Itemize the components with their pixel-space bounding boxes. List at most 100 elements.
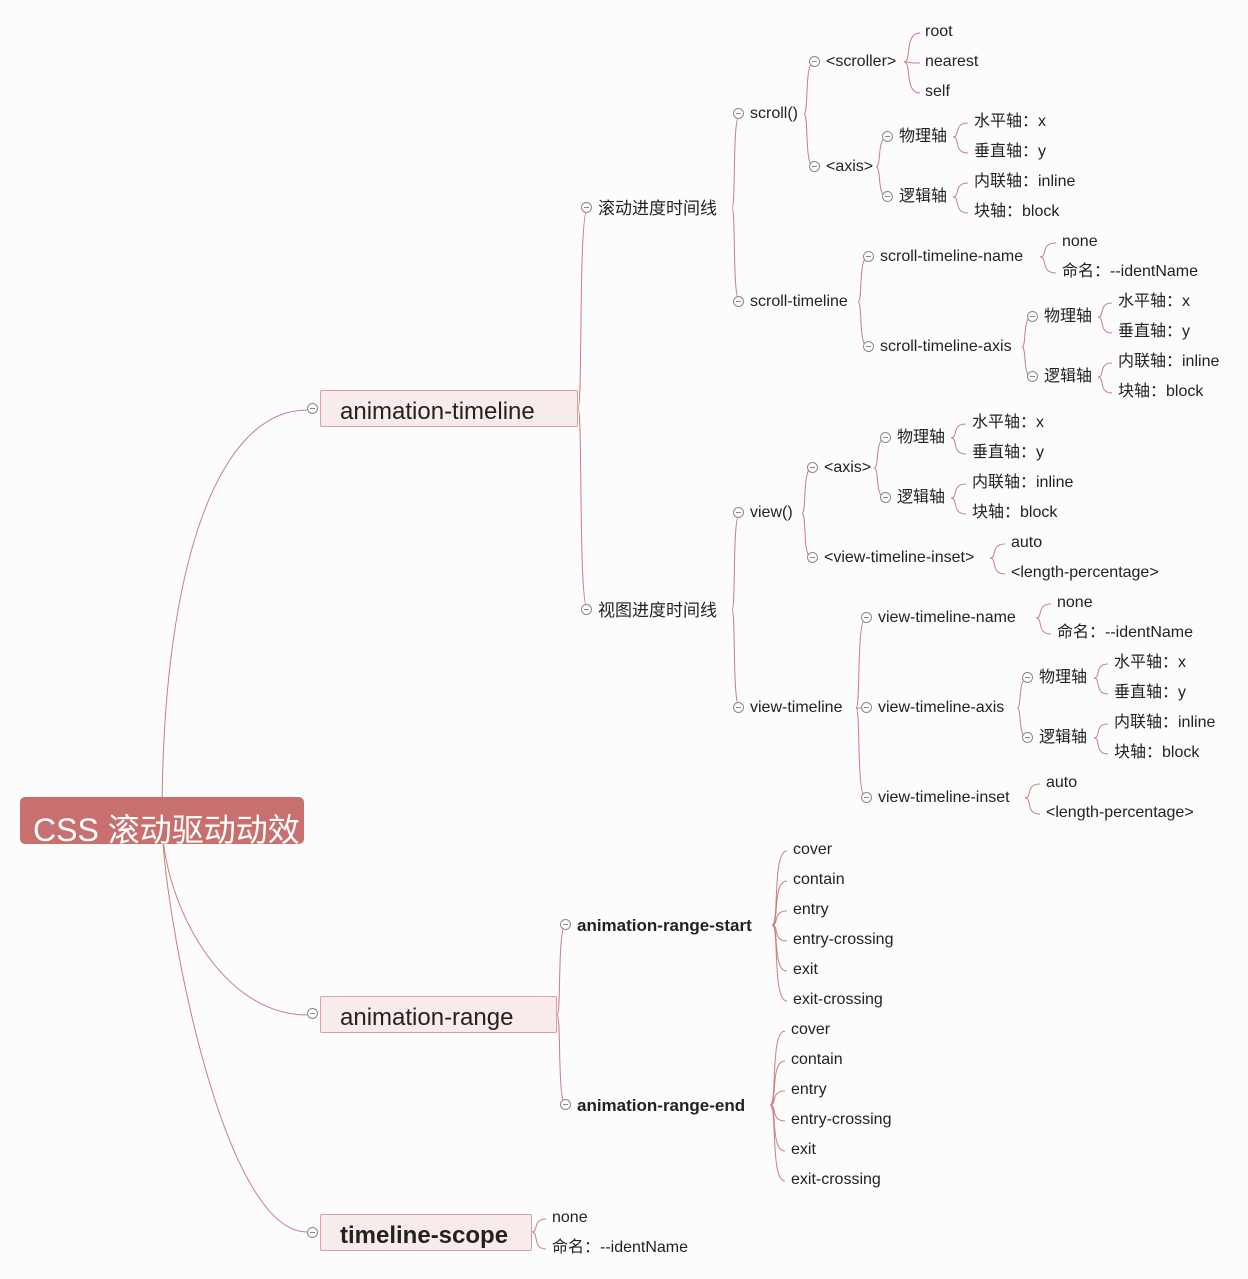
value-leaf: root bbox=[925, 23, 953, 40]
connector-line bbox=[1039, 256, 1057, 274]
collapse-icon[interactable] bbox=[733, 108, 744, 119]
animation-range-start-node[interactable]: animation-range-start bbox=[577, 916, 752, 935]
view-timeline-inset-param-node[interactable]: <view-timeline-inset> bbox=[824, 549, 975, 566]
view-timeline-inset-node[interactable]: view-timeline-inset bbox=[878, 789, 1010, 806]
value-leaf: cover bbox=[793, 841, 833, 858]
collapse-icon[interactable] bbox=[807, 462, 818, 473]
connector-line bbox=[577, 407, 589, 611]
value-leaf: <length-percentage> bbox=[1011, 564, 1159, 581]
collapse-icon[interactable] bbox=[863, 251, 874, 262]
value-leaf: 垂直轴：y bbox=[972, 444, 1045, 461]
axis-node[interactable]: <axis> bbox=[826, 158, 874, 175]
value-leaf: 垂直轴：y bbox=[974, 143, 1047, 160]
value-leaf: 垂直轴：y bbox=[1118, 323, 1191, 340]
collapse-icon[interactable] bbox=[560, 1099, 571, 1110]
root-node-label: CSS 滚动驱动动效 bbox=[33, 812, 300, 848]
collapse-icon[interactable] bbox=[307, 403, 318, 414]
view-progress-timeline-node[interactable]: 视图进度时间线 bbox=[598, 601, 717, 620]
collapse-icon[interactable] bbox=[809, 56, 820, 67]
value-leaf: none bbox=[1057, 594, 1093, 611]
value-leaf: none bbox=[1062, 233, 1098, 250]
scroll-timeline-name-node[interactable]: scroll-timeline-name bbox=[880, 248, 1024, 265]
collapse-icon[interactable] bbox=[733, 507, 744, 518]
scroll-timeline-node[interactable]: scroll-timeline bbox=[750, 293, 848, 310]
value-leaf: contain bbox=[791, 1051, 843, 1068]
connector-line bbox=[556, 924, 567, 1016]
connector-line bbox=[952, 122, 969, 138]
collapse-icon[interactable] bbox=[307, 1227, 318, 1238]
connector-line bbox=[1093, 663, 1109, 679]
value-leaf: 块轴：block bbox=[1114, 744, 1200, 761]
connector-line bbox=[1035, 603, 1052, 619]
collapse-icon[interactable] bbox=[1027, 371, 1038, 382]
connector-line bbox=[1093, 737, 1109, 755]
value-leaf: 水平轴：x bbox=[974, 113, 1047, 130]
connector-line bbox=[1035, 617, 1052, 635]
animation-range-node[interactable] bbox=[320, 996, 557, 1033]
collapse-icon[interactable] bbox=[861, 612, 872, 623]
view-function-node[interactable]: view() bbox=[750, 504, 793, 521]
collapse-icon[interactable] bbox=[581, 202, 592, 213]
connector-line bbox=[903, 32, 921, 63]
connector-line bbox=[803, 61, 815, 115]
connector-line bbox=[771, 924, 788, 1002]
collapse-icon[interactable] bbox=[863, 341, 874, 352]
connector-line bbox=[161, 819, 308, 1016]
value-leaf: 内联轴：inline bbox=[972, 474, 1074, 491]
collapse-icon[interactable] bbox=[807, 552, 818, 563]
collapse-icon[interactable] bbox=[809, 161, 820, 172]
value-leaf: 水平轴：x bbox=[1118, 293, 1191, 310]
connector-line bbox=[855, 617, 867, 709]
connector-line bbox=[1097, 376, 1113, 394]
scroll-progress-timeline-node[interactable]: 滚动进度时间线 bbox=[598, 199, 717, 218]
value-leaf: 内联轴：inline bbox=[1114, 714, 1216, 731]
connector-line bbox=[1097, 302, 1113, 318]
timeline-scope-node[interactable] bbox=[320, 1214, 532, 1251]
collapse-icon[interactable] bbox=[882, 131, 893, 142]
value-leaf: 水平轴：x bbox=[972, 414, 1045, 431]
connector-line bbox=[731, 207, 741, 303]
collapse-icon[interactable] bbox=[880, 492, 891, 503]
logical-axis-node[interactable]: 逻辑轴 bbox=[897, 489, 946, 506]
collapse-icon[interactable] bbox=[733, 296, 744, 307]
value-leaf: none bbox=[552, 1209, 588, 1226]
value-leaf: auto bbox=[1046, 774, 1078, 791]
scroll-function-node[interactable]: scroll() bbox=[750, 105, 798, 122]
animation-range-end-node[interactable]: animation-range-end bbox=[577, 1096, 746, 1115]
collapse-icon[interactable] bbox=[882, 191, 893, 202]
connector-line bbox=[161, 409, 308, 821]
logical-axis-node[interactable]: 逻辑轴 bbox=[1039, 729, 1088, 746]
scroll-timeline-axis-node[interactable]: scroll-timeline-axis bbox=[880, 338, 1012, 355]
physical-axis-node[interactable]: 物理轴 bbox=[1039, 669, 1088, 686]
logical-axis-node[interactable]: 逻辑轴 bbox=[899, 188, 948, 205]
collapse-icon[interactable] bbox=[861, 702, 872, 713]
animation-timeline-node[interactable] bbox=[320, 390, 578, 427]
collapse-icon[interactable] bbox=[880, 432, 891, 443]
connector-line bbox=[989, 557, 1006, 575]
collapse-icon[interactable] bbox=[307, 1008, 318, 1019]
collapse-icon[interactable] bbox=[560, 919, 571, 930]
connector-line bbox=[903, 61, 921, 94]
collapse-icon[interactable] bbox=[733, 702, 744, 713]
connector-line bbox=[531, 1218, 547, 1233]
value-leaf: exit-crossing bbox=[791, 1171, 881, 1188]
collapse-icon[interactable] bbox=[861, 792, 872, 803]
connector-line bbox=[952, 196, 969, 214]
view-timeline-name-node[interactable]: view-timeline-name bbox=[878, 609, 1016, 626]
collapse-icon[interactable] bbox=[1022, 672, 1033, 683]
axis-node[interactable]: <axis> bbox=[824, 459, 872, 476]
value-leaf: 内联轴：inline bbox=[1118, 353, 1220, 370]
logical-axis-node[interactable]: 逻辑轴 bbox=[1044, 368, 1093, 385]
scroller-node[interactable]: <scroller> bbox=[826, 53, 897, 70]
collapse-icon[interactable] bbox=[1027, 311, 1038, 322]
view-timeline-node[interactable]: view-timeline bbox=[750, 699, 843, 716]
physical-axis-node[interactable]: 物理轴 bbox=[899, 128, 948, 145]
view-timeline-axis-node[interactable]: view-timeline-axis bbox=[878, 699, 1005, 716]
connector-line bbox=[952, 136, 969, 154]
root-node[interactable] bbox=[20, 797, 304, 844]
collapse-icon[interactable] bbox=[1022, 732, 1033, 743]
physical-axis-node[interactable]: 物理轴 bbox=[897, 429, 946, 446]
physical-axis-node[interactable]: 物理轴 bbox=[1044, 308, 1093, 325]
collapse-icon[interactable] bbox=[581, 604, 592, 615]
value-leaf: auto bbox=[1011, 534, 1043, 551]
